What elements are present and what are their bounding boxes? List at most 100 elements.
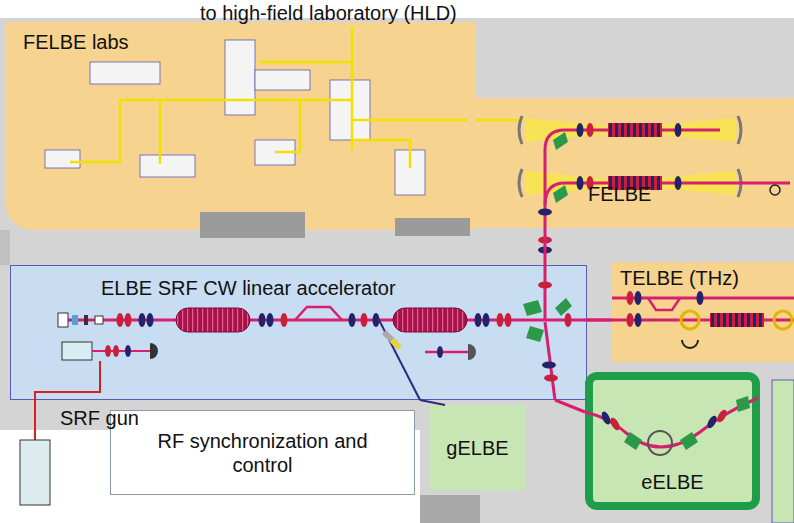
drawing-ellipse — [587, 176, 594, 190]
drawing-path — [92, 350, 150, 352]
beamline-connector — [544, 228, 547, 265]
drawing-circle — [774, 311, 792, 329]
drawing-rect — [176, 308, 250, 332]
drawing-ellipse — [627, 313, 634, 327]
drawing-ellipse — [139, 313, 146, 327]
drawing-rect — [0, 230, 10, 265]
lab-rooms — [45, 40, 425, 195]
telbe-beamlines — [580, 291, 794, 348]
accelerator-hall: ELBE SRF CW linear accelerator — [10, 265, 587, 400]
facility-label: to high-field laboratory (HLD) — [200, 1, 457, 25]
drawing-ellipse — [675, 123, 682, 137]
drawing-polygon — [624, 432, 642, 450]
drawing-path — [260, 61, 352, 64]
drawing-path — [425, 351, 468, 354]
drawing-path — [150, 343, 158, 359]
drawing-polygon — [736, 396, 750, 412]
drawing-ellipse — [635, 313, 642, 327]
drawing-path — [468, 344, 476, 360]
drawing-ellipse — [147, 313, 154, 327]
area-label: ELBE SRF CW linear accelerator — [101, 276, 586, 300]
drawing-path — [159, 100, 162, 164]
drawing-rect — [58, 313, 68, 327]
drawing-ellipse — [125, 345, 131, 357]
drawing-ellipse — [117, 313, 124, 327]
drawing-ellipse — [542, 362, 556, 369]
felbe-beamlines — [519, 116, 790, 254]
drawing-ellipse — [705, 414, 718, 430]
drawing-ellipse — [505, 313, 512, 327]
linac-beamline — [58, 265, 580, 400]
drawing-path — [545, 130, 720, 228]
drawing-ellipse — [675, 176, 682, 190]
drawing-ellipse — [113, 345, 119, 357]
drawing-line — [392, 340, 400, 348]
drawing-polygon — [526, 326, 544, 342]
drawing-ellipse — [544, 375, 558, 382]
drawing-ellipse — [715, 408, 728, 424]
drawing-ellipse — [608, 416, 621, 432]
drawing-ellipse — [437, 346, 443, 358]
drawing-ellipse — [627, 291, 634, 305]
drawing-rect — [608, 123, 662, 137]
drawing-rect — [395, 218, 470, 236]
drawing-ellipse — [577, 176, 584, 190]
control-room: RF synchronization and control — [110, 410, 415, 495]
drawing-ellipse — [259, 313, 266, 327]
drawing-polygon — [553, 132, 568, 150]
drawing-rect — [330, 80, 370, 140]
drawing-ellipse — [475, 313, 482, 327]
label-holder: SRF gun — [60, 406, 139, 430]
beamline-connector — [587, 319, 612, 322]
drawing-path — [275, 100, 352, 152]
area-label: FELBE labs — [23, 30, 475, 54]
drawing-path — [351, 27, 354, 150]
drawing-path — [70, 100, 300, 162]
label-holder: to high-field laboratory (HLD) — [200, 1, 457, 25]
drawing-polygon — [553, 185, 568, 203]
drawing-ellipse — [125, 313, 132, 327]
area-label: FELBE — [588, 182, 794, 206]
drawing-ellipse — [497, 313, 504, 327]
drawing-rect — [200, 212, 305, 238]
gelbe-cave: gELBE — [430, 405, 525, 490]
drawing-ellipse — [600, 410, 612, 426]
drawing-polyline — [295, 307, 342, 320]
drawing-circle — [770, 185, 780, 195]
area-label: eELBE — [641, 470, 703, 494]
drawing-ellipse — [105, 345, 111, 357]
drawing-ellipse — [577, 123, 584, 137]
drawing-rect — [45, 150, 80, 168]
drawing-ellipse — [267, 313, 274, 327]
drawing-rect — [84, 315, 88, 325]
eelbe-beamline — [585, 396, 758, 455]
drawing-path — [378, 318, 420, 400]
drawing-ellipse — [635, 291, 642, 305]
drawing-rect — [140, 155, 195, 177]
drawing-polygon — [555, 298, 572, 316]
drawing-ellipse — [349, 313, 356, 327]
drawing-path — [544, 265, 547, 320]
drawing-rect — [20, 440, 50, 505]
drawing-rect — [393, 308, 467, 332]
drawing-ellipse — [697, 291, 704, 305]
drawing-polyline — [648, 298, 680, 310]
drawing-rect — [772, 380, 794, 523]
lab-area: FELBE labs — [5, 22, 475, 230]
drawing-path — [545, 322, 555, 400]
drawing-rect — [420, 495, 480, 523]
rf-cable — [20, 361, 100, 505]
drawing-rect — [72, 315, 78, 325]
drawing-polygon — [680, 432, 698, 450]
drawing-ellipse — [538, 209, 552, 216]
drawing-rect — [62, 342, 92, 360]
drawing-rect — [95, 316, 103, 324]
area-label: RF synchronization and control — [153, 429, 373, 477]
photon-lines — [70, 27, 522, 168]
drawing-path — [519, 169, 522, 197]
beamline-connector — [555, 400, 585, 412]
drawing-ellipse — [281, 313, 288, 327]
drawing-rect — [90, 62, 160, 84]
